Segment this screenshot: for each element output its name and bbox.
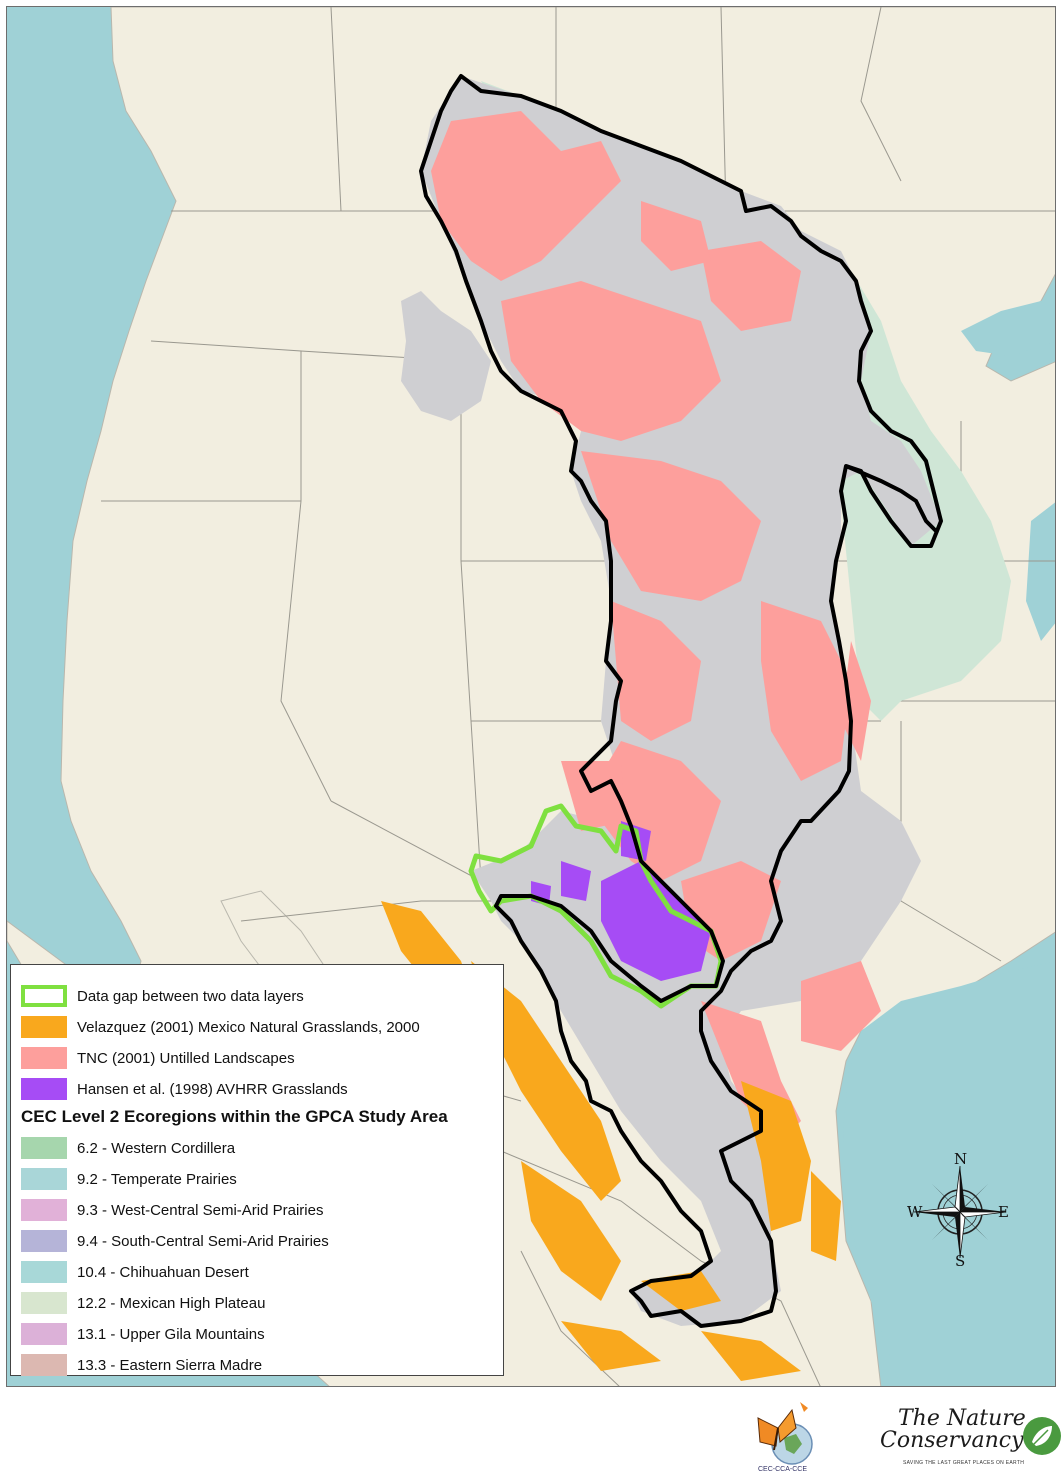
tnc-logo-line2: Conservancy <box>880 1428 1024 1453</box>
study-area-boundary-east <box>845 464 938 533</box>
legend-item-ecoregion-12-2: 12.2 - Mexican High Plateau <box>21 1292 265 1314</box>
legend-label: Hansen et al. (1998) AVHRR Grasslands <box>77 1080 348 1098</box>
legend-swatch <box>21 1137 67 1159</box>
legend-label: 9.2 - Temperate Prairies <box>77 1170 237 1188</box>
legend-item-data-gap: Data gap between two data layers <box>21 985 304 1007</box>
legend-item-ecoregion-9-4: 9.4 - South-Central Semi-Arid Prairies <box>21 1230 329 1252</box>
legend-swatch <box>21 1354 67 1376</box>
legend-label: Velazquez (2001) Mexico Natural Grasslan… <box>77 1018 420 1036</box>
legend-label: 6.2 - Western Cordillera <box>77 1139 236 1157</box>
legend-item-ecoregion-13-1: 13.1 - Upper Gila Mountains <box>21 1323 265 1345</box>
compass-rose: N S W E <box>902 1150 1022 1270</box>
tnc-tagline: SAVING THE LAST GREAT PLACES ON EARTH <box>903 1460 1025 1466</box>
cec-logo-text: CEC-CCA-CCE <box>758 1466 807 1473</box>
compass-star-icon <box>913 1165 1007 1259</box>
footer-logos: CEC-CCA-CCE The Nature Conservancy SAVIN… <box>740 1392 1061 1480</box>
legend-label: 9.4 - South-Central Semi-Arid Prairies <box>77 1232 329 1250</box>
legend-swatch <box>21 1168 67 1190</box>
legend-swatch <box>21 1292 67 1314</box>
legend-swatch <box>21 1199 67 1221</box>
legend-label: TNC (2001) Untilled Landscapes <box>77 1049 295 1067</box>
compass-north-label: N <box>954 1150 968 1168</box>
legend-swatch <box>21 1323 67 1345</box>
legend-swatch <box>21 1078 67 1100</box>
tnc-untilled-patches <box>431 111 881 1141</box>
legend-label: 12.2 - Mexican High Plateau <box>77 1294 266 1312</box>
legend-item-ecoregion-10-4: 10.4 - Chihuahuan Desert <box>21 1261 249 1283</box>
compass-east-label: E <box>998 1203 1009 1221</box>
map-legend: Data gap between two data layers Velazqu… <box>10 964 504 1376</box>
gulf-of-mexico <box>843 961 1055 1386</box>
legend-item-ecoregion-9-2: 9.2 - Temperate Prairies <box>21 1168 237 1190</box>
legend-swatch <box>21 1016 67 1038</box>
legend-swatch <box>21 1261 67 1283</box>
legend-item-velazquez: Velazquez (2001) Mexico Natural Grasslan… <box>21 1016 420 1038</box>
compass-south-label: S <box>955 1252 966 1270</box>
compass-west-label: W <box>907 1203 923 1221</box>
legend-item-ecoregion-6-2: 6.2 - Western Cordillera <box>21 1137 235 1159</box>
legend-label: 13.3 - Eastern Sierra Madre <box>77 1356 263 1374</box>
legend-item-ecoregion-13-3: 13.3 - Eastern Sierra Madre <box>21 1354 262 1376</box>
legend-swatch <box>21 1230 67 1252</box>
legend-label: Data gap between two data layers <box>77 987 304 1005</box>
legend-item-tnc: TNC (2001) Untilled Landscapes <box>21 1047 295 1069</box>
mexico-grassland-patches <box>381 901 841 1381</box>
legend-item-hansen: Hansen et al. (1998) AVHRR Grasslands <box>21 1078 348 1100</box>
great-lakes <box>961 292 1055 641</box>
legend-title: CEC Level 2 Ecoregions within the GPCA S… <box>21 1107 448 1126</box>
temperate-prairie-region <box>481 81 1011 721</box>
legend-label: 10.4 - Chihuahuan Desert <box>77 1263 249 1281</box>
tnc-logo-line1: The Nature <box>898 1406 1026 1431</box>
legend-swatch <box>21 1047 67 1069</box>
grassland-patch-montana <box>401 291 491 421</box>
legend-label: 13.1 - Upper Gila Mountains <box>77 1325 265 1343</box>
study-area-boundary <box>419 74 943 1328</box>
legend-label: 9.3 - West-Central Semi-Arid Prairies <box>77 1201 324 1219</box>
tnc-leaf-icon <box>1023 1417 1061 1455</box>
legend-item-ecoregion-9-3: 9.3 - West-Central Semi-Arid Prairies <box>21 1199 323 1221</box>
cec-logo-icon <box>757 1402 813 1465</box>
legend-swatch <box>21 985 67 1007</box>
